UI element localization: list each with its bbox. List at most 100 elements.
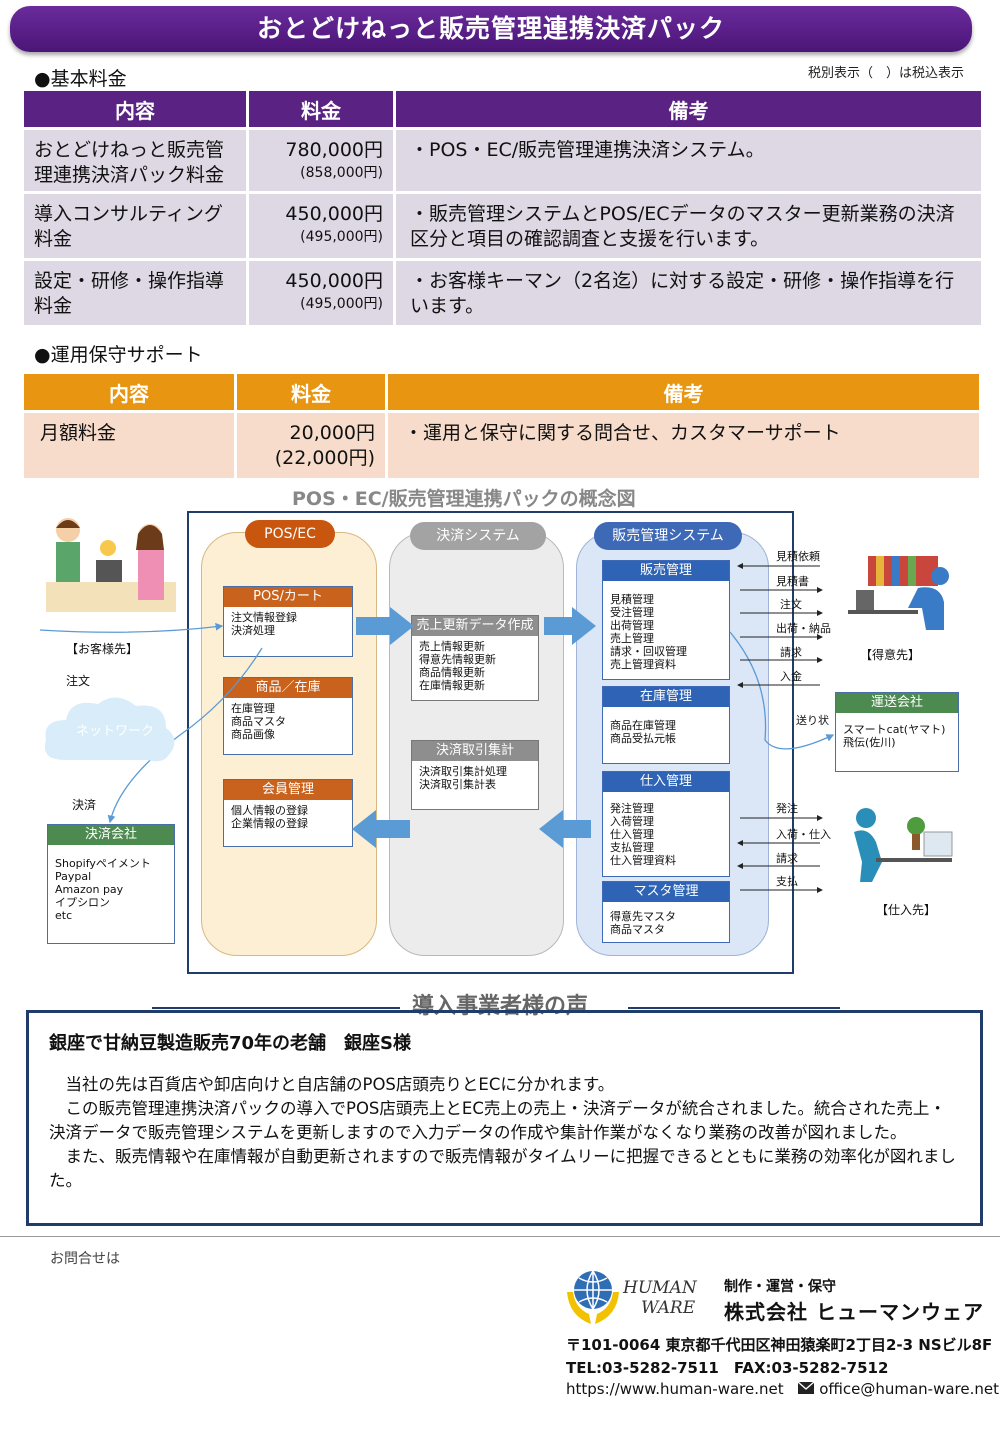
box-line: 飛伝(佐川) (843, 736, 896, 749)
sales-system-label: 販売管理システム (594, 522, 742, 550)
diagram-title: POS・EC/販売管理連携パックの概念図 (292, 488, 636, 510)
tax-note: 税別表示（ ）は税込表示 (807, 66, 964, 81)
box-line: etc (55, 909, 73, 922)
box-line: 売上管理資料 (610, 658, 676, 671)
flow-label: 入金 (780, 670, 802, 683)
basic-fee-heading: ●基本料金 (34, 68, 127, 90)
box-line: 決済取引集計処理 (419, 765, 507, 778)
box-line: 仕入管理 (610, 828, 654, 841)
box-title: 決済取引集計 (412, 741, 538, 761)
globe-hands-icon (567, 1270, 619, 1324)
diagram-frame (187, 511, 794, 974)
sales-update-box: 売上更新データ作成 売上情報更新得意先情報更新商品情報更新在庫情報更新 (411, 615, 539, 701)
order-label: 注文 (66, 674, 91, 688)
flow-label: 請求 (780, 646, 802, 659)
box-line: イプシロン (55, 896, 110, 909)
price-tax-value: (858,000円) (300, 165, 383, 181)
row-item: 設定・研修・操作指導料金 (24, 261, 246, 325)
company-email[interactable]: office@human-ware.net (819, 1380, 999, 1398)
table-row: おとどけねっと販売管理連携決済パック料金 780,000円(858,000円) … (24, 130, 981, 191)
box-line: 商品マスタ (610, 923, 665, 936)
table-row: 月額料金 20,000円(22,000円) ・運用と保守に関する問合せ、カスタマ… (24, 413, 979, 478)
box-line: 出荷管理 (610, 619, 654, 632)
box-line: 個人情報の登録 (231, 804, 308, 817)
company-address: 〒101-0064 東京都千代田区神田猿楽町2丁目2-3 NSビル8F (566, 1336, 993, 1354)
box-line: スマートcat(ヤマト) (843, 723, 946, 736)
row-item: 月額料金 (24, 413, 234, 478)
stock-box: 商品／在庫 在庫管理商品マスタ商品画像 (223, 677, 353, 755)
pos-ec-label: POS/EC (245, 520, 335, 548)
payment-label: 決済 (72, 798, 97, 812)
member-box: 会員管理 個人情報の登録企業情報の登録 (223, 779, 353, 847)
mail-icon (797, 1380, 815, 1398)
box-line: 入荷管理 (610, 815, 654, 828)
row-note: ・販売管理システムとPOS/ECデータのマスター更新業務の決済区分と項目の確認調… (396, 194, 981, 258)
flow-arrow-right-icon (544, 607, 596, 645)
box-title: 在庫管理 (603, 687, 729, 707)
box-line: Paypal (55, 870, 92, 883)
settlement-box: 決済取引集計 決済取引集計処理決済取引集計表 (411, 740, 539, 810)
company-logo: HUMAN WARE (565, 1268, 697, 1330)
row-note: ・お客様キーマン（2名迄）に対する設定・研修・操作指導を行います。 (396, 261, 981, 325)
row-price: 450,000円 (495,000円) (249, 261, 393, 325)
flow-label: 出荷・納品 (776, 622, 831, 635)
header-note: 備考 (396, 91, 981, 127)
supplier-label: 【仕入先】 (876, 903, 937, 917)
row-price: 20,000円(22,000円) (237, 413, 385, 478)
company-role: 制作・運営・保守 (724, 1279, 836, 1295)
box-line: 注文情報登録 (231, 611, 297, 624)
box-line: 決済処理 (231, 624, 275, 637)
row-note: ・POS・EC/販売管理連携決済システム。 (396, 130, 981, 191)
client-label: 【得意先】 (860, 648, 921, 662)
box-line: 在庫管理 (231, 702, 275, 715)
flow-label: 請求 (776, 852, 798, 865)
page-title: おとどけねっと販売管理連携決済パック (10, 6, 972, 52)
flow-arrow-left-icon (539, 810, 591, 848)
box-title: 会員管理 (224, 780, 352, 800)
connector-lines (39, 563, 835, 893)
row-price: 780,000円(858,000円) (249, 130, 393, 191)
row-price: 450,000円(495,000円) (249, 194, 393, 258)
price-tax-value: (22,000円) (274, 447, 375, 469)
box-line: 得意先マスタ (610, 910, 676, 923)
flow-label: 見積書 (776, 575, 809, 588)
testimonial-subtitle: 銀座で甘納豆製造販売70年の老舗 銀座S様 (49, 1033, 412, 1054)
box-line: 得意先情報更新 (419, 653, 496, 666)
box-line: 決済取引集計表 (419, 778, 496, 791)
box-line: 企業情報の登録 (231, 817, 308, 830)
box-title: POS/カート (224, 587, 352, 607)
box-line: 商品在庫管理 (610, 719, 676, 732)
header-item: 内容 (24, 374, 234, 410)
box-line: Shopifyペイメント (55, 857, 151, 870)
testimonial-paragraph: この販売管理連携決済パックの導入でPOS店頭売上とEC売上の売上・決済データが統… (49, 1099, 946, 1142)
row-note: ・運用と保守に関する問合せ、カスタマーサポート (388, 413, 979, 478)
supplier-office-illustration (854, 808, 953, 882)
price-tax-value: (495,000円) (300, 229, 383, 245)
network-cloud-icon (44, 697, 175, 762)
box-line: 商品情報更新 (419, 666, 485, 679)
header-item: 内容 (24, 91, 246, 127)
box-line: 発注管理 (610, 802, 654, 815)
flow-arrow-right-icon (356, 607, 414, 645)
price-tax-value: (495,000円) (300, 296, 383, 312)
box-title: 運送会社 (836, 693, 958, 713)
flow-label: 支払 (776, 875, 798, 888)
row-item: おとどけねっと販売管理連携決済パック料金 (24, 130, 246, 191)
box-line: 商品マスタ (231, 715, 286, 728)
box-line: 支払管理 (610, 841, 654, 854)
box-title: 商品／在庫 (224, 678, 352, 698)
voice-heading-row: 導入事業者様の声 (0, 988, 1000, 1020)
box-line: Amazon pay (55, 883, 124, 896)
flow-label: 発注 (776, 802, 798, 815)
logo-text: WARE (641, 1298, 696, 1318)
price-value: 450,000円 (285, 270, 383, 292)
testimonial-box: 銀座で甘納豆製造販売70年の老舗 銀座S様 当社の先は百貨店や卸店向けと自店舗の… (26, 1010, 983, 1226)
inquiry-label: お問合せは (50, 1251, 120, 1267)
logo-text: HUMAN (623, 1278, 697, 1298)
box-line: 見積管理 (610, 593, 654, 606)
shop-counter-illustration (46, 518, 176, 612)
company-url[interactable]: https://www.human-ware.net (566, 1380, 784, 1398)
voice-heading: 導入事業者様の声 (399, 988, 600, 1020)
box-line: 商品画像 (231, 728, 275, 741)
